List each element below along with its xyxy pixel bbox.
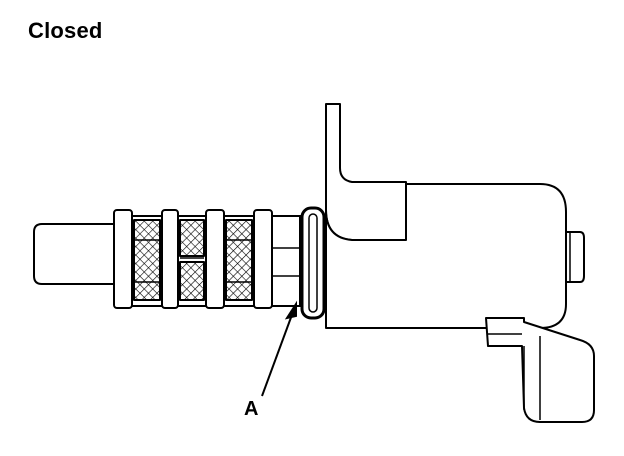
spool-land-4 xyxy=(253,209,273,309)
filter-screen-4 xyxy=(225,219,253,301)
filter-screen-1 xyxy=(133,219,161,301)
spool-land-3 xyxy=(205,209,225,309)
solenoid-body xyxy=(325,183,567,329)
spool-land-1 xyxy=(113,209,133,309)
callout-leader xyxy=(261,300,297,397)
valve-nose xyxy=(33,223,119,285)
callout-label-a: A xyxy=(244,398,259,420)
spool-collar xyxy=(271,215,301,307)
mounting-flange xyxy=(325,103,407,241)
filter-screen-3 xyxy=(179,261,205,301)
filter-screen-2 xyxy=(179,219,205,257)
spool-land-2 xyxy=(161,209,179,309)
diagram-title: Closed xyxy=(28,18,103,43)
end-cap xyxy=(565,231,585,283)
